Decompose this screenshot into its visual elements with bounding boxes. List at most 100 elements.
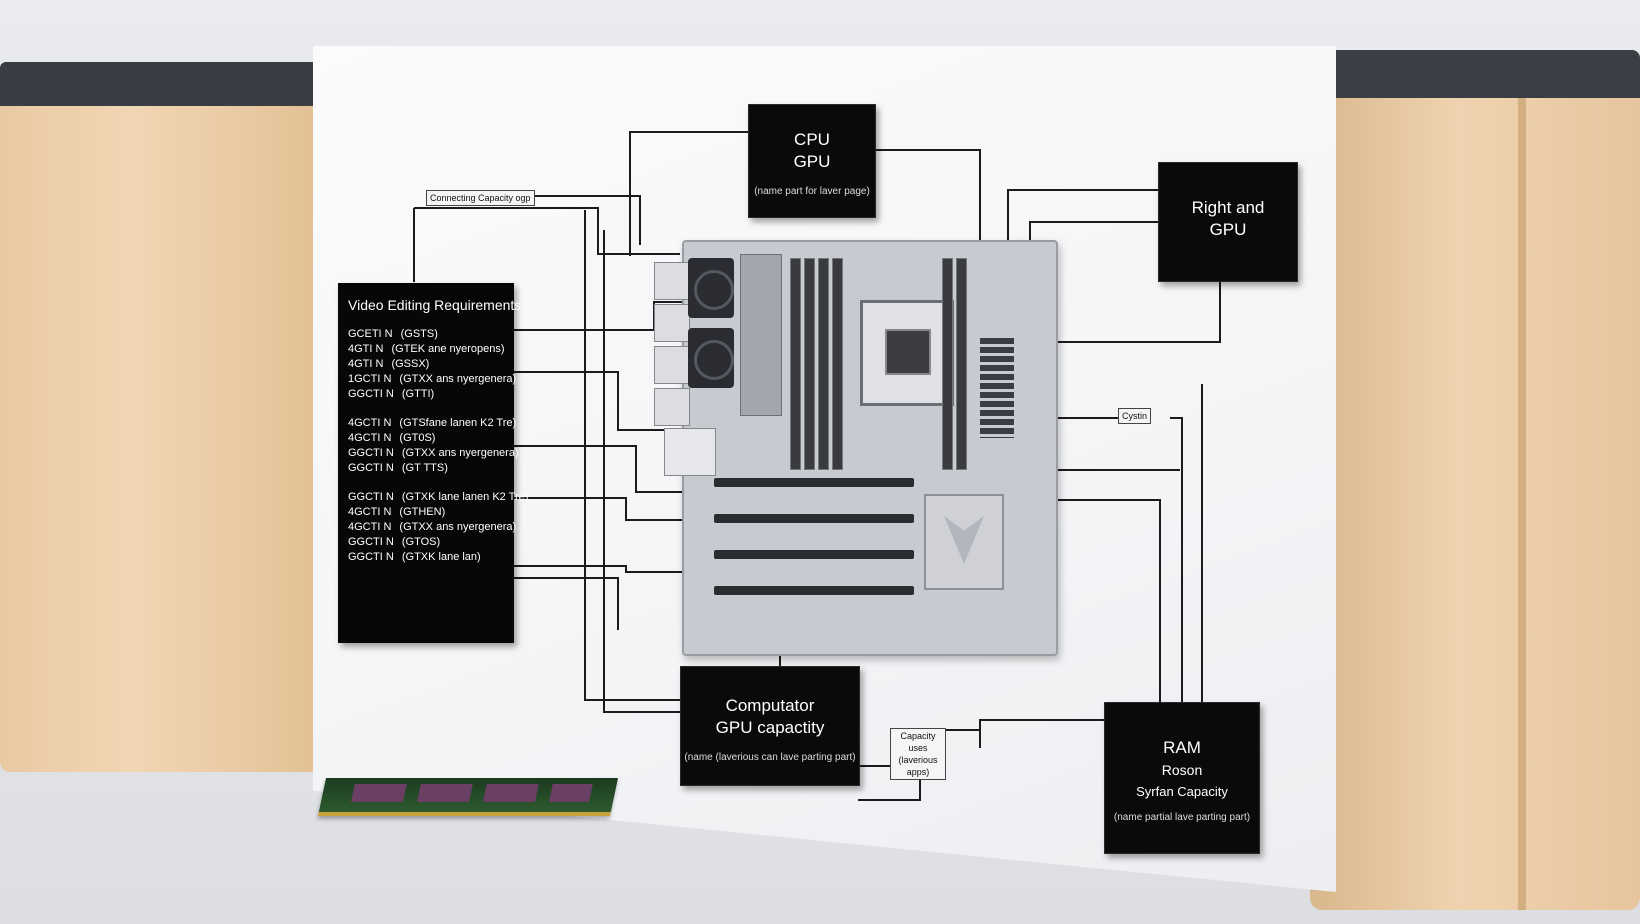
requirement-spec: GCETI N: [348, 328, 393, 340]
requirement-spec: GGCTI N: [348, 551, 394, 563]
tag-capacity-uses: Capacity uses (laverious apps): [890, 728, 946, 780]
requirement-row: GGCTI N (GT TTS): [348, 461, 528, 476]
cpu-socket: [860, 300, 954, 406]
pcie-slot: [714, 586, 914, 595]
ram-module: [317, 778, 619, 816]
requirement-detail: (GSTS): [400, 328, 438, 340]
right-title-2: GPU: [1209, 220, 1247, 239]
computator-title-1: Computator: [725, 696, 815, 715]
requirement-spec: 4GCTI N: [348, 506, 392, 518]
requirement-detail: (GTXK lane lan): [401, 551, 481, 563]
requirements-heading: Video Editing Requirements: [348, 297, 522, 313]
ram-slot: [804, 258, 815, 470]
ram-slot: [956, 258, 967, 470]
wire: [514, 371, 682, 431]
requirement-spec: GGCTI N: [348, 447, 394, 459]
wire: [1052, 499, 1161, 702]
requirement-detail: (GTXX ans nyergenera): [401, 447, 519, 459]
right-gpu-label: Right and GPU: [1158, 162, 1298, 282]
computator-note: (name (laverious can lave parting part): [684, 752, 856, 763]
requirement-detail: (GSSX): [391, 358, 430, 370]
requirement-detail: (GTXX ans nyergenera): [399, 521, 517, 533]
left-cabinet: [0, 62, 330, 772]
requirement-row: 1GCTI N(GTXX ans nyergenera): [348, 372, 528, 387]
cpu-title: CPU: [794, 130, 830, 149]
wire: [514, 565, 682, 573]
ram-slot: [942, 258, 953, 470]
ram-note: (name partial lave parting part): [1113, 812, 1251, 823]
wire: [514, 445, 682, 493]
requirement-row: 4GCTI N (GT0S): [348, 431, 528, 446]
cpu-gpu-label: CPU GPU (name part for laver page): [748, 104, 876, 218]
requirement-row: GGCTI N (GTXK lane lanen K2 Tre): [348, 490, 528, 505]
fan-icon: [688, 328, 734, 388]
vrm-block: [980, 338, 1014, 438]
ram-title-2: Roson: [1161, 762, 1203, 778]
requirement-detail: (GTEK ane nyeropens): [391, 343, 505, 355]
ram-chip: [482, 784, 539, 802]
motherboard: [654, 240, 1058, 656]
ram-slot: [790, 258, 801, 470]
requirement-spec: GGCTI N: [348, 388, 394, 400]
chipset: [924, 494, 1004, 590]
requirement-row: 4GCTI N (GTXX ans nyergenera): [348, 520, 528, 535]
computator-title-2: GPU capactity: [715, 718, 825, 737]
requirement-detail: (GTSfane lanen K2 Tre): [399, 417, 517, 429]
wire: [1007, 189, 1158, 262]
ram-chip: [416, 784, 473, 802]
fan-icon: [688, 258, 734, 318]
wire: [1170, 417, 1183, 702]
requirement-detail: (GT0S): [399, 432, 436, 444]
io-port: [654, 388, 690, 426]
cpu-chip: [885, 329, 931, 375]
wire: [414, 207, 680, 255]
requirement-detail: (GTXK lane lanen K2 Tre): [401, 491, 529, 503]
right-cabinet-edge: [1518, 98, 1526, 910]
tag-connecting-capacity: Connecting Capacity ogp: [426, 190, 535, 206]
requirement-row: 4GCTI N (GTHEN): [348, 505, 528, 520]
right-title-1: Right and: [1191, 198, 1265, 217]
ram-chip: [350, 784, 407, 802]
wire: [979, 719, 1104, 748]
gpu-title: GPU: [793, 152, 831, 171]
requirement-spec: 4GCTI N: [348, 521, 392, 533]
requirement-detail: (GT TTS): [401, 462, 448, 474]
requirement-spec: 4GCTI N: [348, 432, 392, 444]
requirements-panel: Video Editing Requirements GCETI N (GSTS)…: [338, 283, 528, 643]
ram-slot: [832, 258, 843, 470]
right-cabinet-top: [1310, 50, 1640, 102]
requirement-spec: 4GCTI N: [348, 417, 392, 429]
requirement-spec: GGCTI N: [348, 462, 394, 474]
requirement-row: 4GTI N(GTEK ane nyeropens): [348, 342, 528, 357]
requirement-row: GGCTI N(GTTI): [348, 387, 528, 402]
ram-title-3: Syrfan Capacity: [1136, 784, 1228, 799]
requirement-detail: (GTHEN): [399, 506, 446, 518]
requirement-detail: (GTOS): [401, 536, 441, 548]
requirement-spec: 1GCTI N: [348, 373, 392, 385]
io-port: [654, 262, 690, 300]
wire: [514, 497, 682, 521]
right-cabinet: [1310, 50, 1640, 910]
pcie-slot: [714, 478, 914, 487]
heatsink: [740, 254, 782, 416]
power-connector: [664, 428, 716, 476]
wire: [584, 210, 680, 701]
left-cabinet-body: [0, 106, 330, 772]
wire: [1052, 282, 1221, 343]
wire: [525, 195, 641, 245]
wire: [629, 131, 748, 256]
io-port: [654, 304, 690, 342]
wire: [875, 149, 981, 246]
computator-label: Computator GPU capactity (name (laveriou…: [680, 666, 860, 786]
ram-slot: [818, 258, 829, 470]
requirement-spec: GGCTI N: [348, 536, 394, 548]
ram-chip: [548, 784, 593, 802]
requirement-row: GGCTI N (GTOS): [348, 535, 528, 550]
requirement-spec: GGCTI N: [348, 491, 394, 503]
cpu-note: (name part for laver page): [754, 186, 870, 197]
requirements-list: GCETI N (GSTS) 4GTI N(GTEK ane nyeropens) 4…: [348, 327, 528, 565]
left-cabinet-top: [0, 62, 330, 108]
pcie-slot: [714, 550, 914, 559]
pcie-slot: [714, 514, 914, 523]
